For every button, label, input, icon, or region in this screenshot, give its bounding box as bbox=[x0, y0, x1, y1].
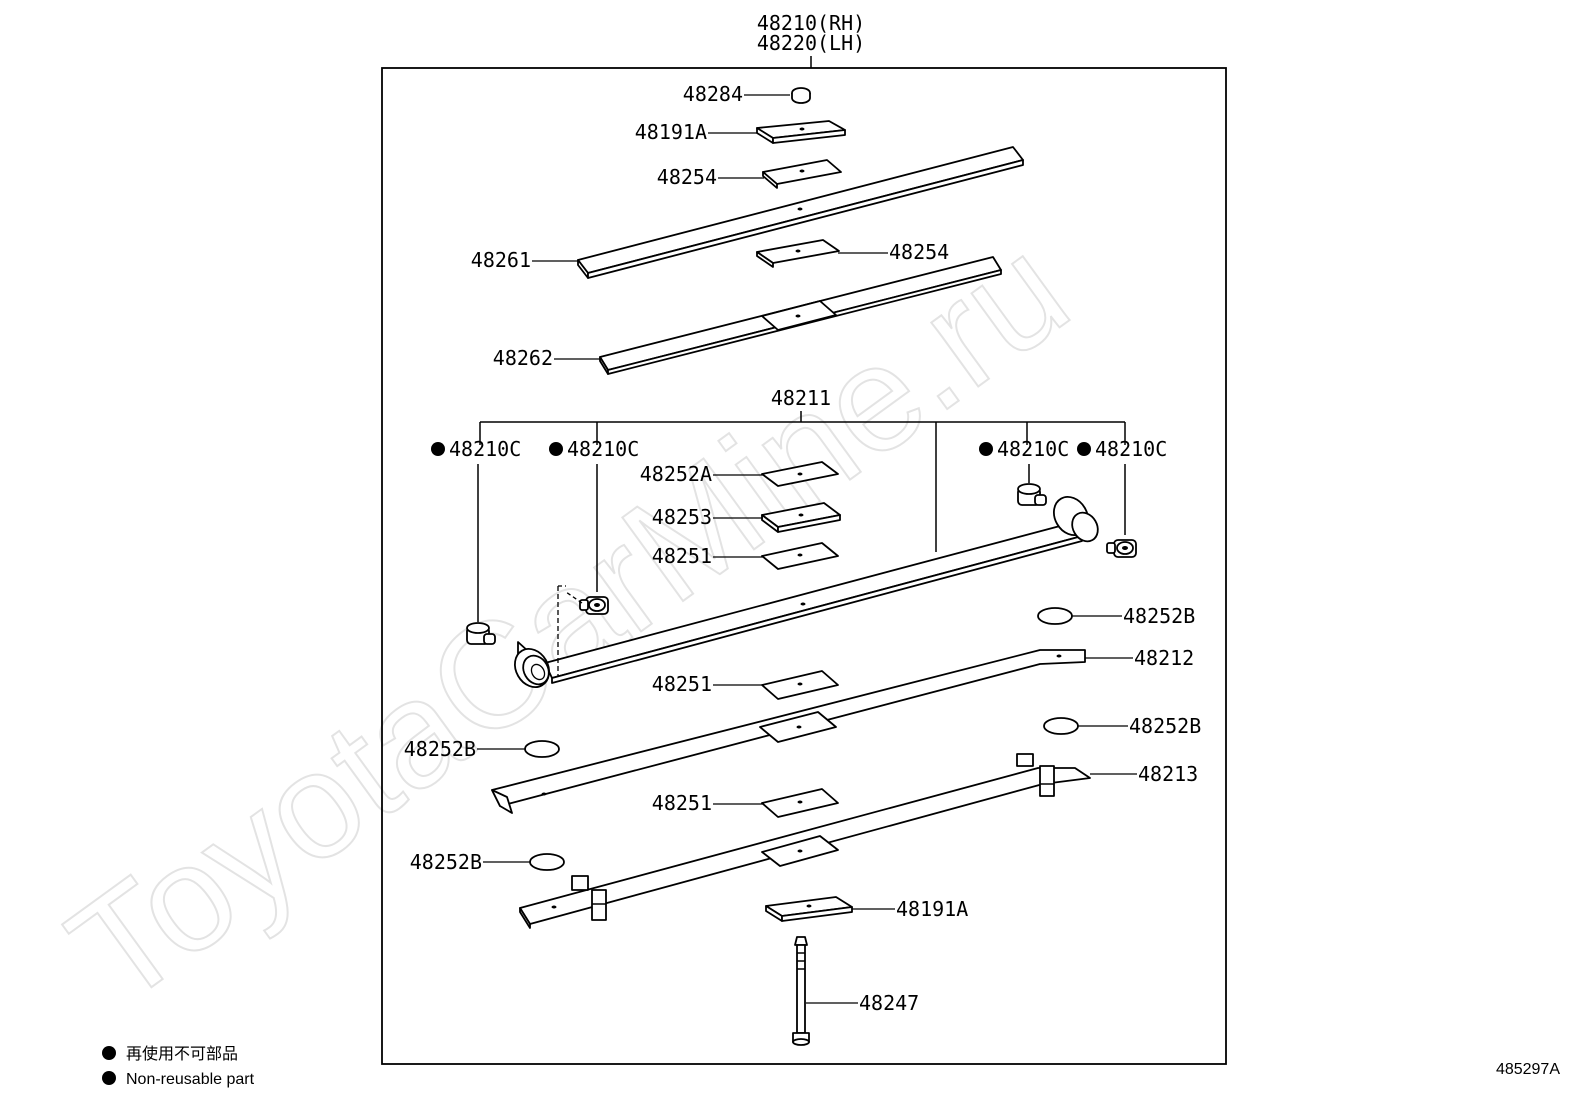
part-48254-top bbox=[762, 159, 842, 189]
part-48253 bbox=[761, 502, 841, 533]
assembly-label-rh: 48210(RH) bbox=[757, 11, 865, 35]
label-48210C-3: 48210C bbox=[997, 437, 1069, 461]
part-48210C-bush-4 bbox=[1106, 539, 1137, 558]
label-48191A-bottom: 48191A bbox=[896, 897, 968, 921]
assembly-frame bbox=[381, 67, 1227, 1065]
label-48254-top: 48254 bbox=[657, 165, 717, 189]
part-48252A bbox=[761, 461, 839, 487]
part-48284 bbox=[791, 87, 811, 104]
label-48253: 48253 bbox=[652, 505, 712, 529]
label-48210C-1: 48210C bbox=[449, 437, 521, 461]
part-48252B-4 bbox=[529, 853, 565, 871]
part-48210C-bush-1 bbox=[466, 622, 496, 645]
label-48191A-top: 48191A bbox=[635, 120, 707, 144]
label-48261: 48261 bbox=[471, 248, 531, 272]
part-48211-main-leaf bbox=[514, 496, 1099, 688]
label-48252B-2: 48252B bbox=[1129, 714, 1201, 738]
assembly-label-lh: 48220(LH) bbox=[757, 31, 865, 55]
label-48254-mid: 48254 bbox=[889, 240, 949, 264]
part-48191A-bottom bbox=[765, 896, 853, 922]
label-48213: 48213 bbox=[1138, 762, 1198, 786]
part-48254-mid bbox=[756, 239, 840, 268]
part-48251-b bbox=[761, 670, 839, 700]
part-48210C-bush-3 bbox=[1017, 483, 1047, 506]
part-48251-c bbox=[761, 788, 839, 818]
diagram-code: 485297A bbox=[1496, 1061, 1560, 1078]
label-48210C-4: 48210C bbox=[1095, 437, 1167, 461]
label-48252B-4: 48252B bbox=[410, 850, 482, 874]
label-48262: 48262 bbox=[493, 346, 553, 370]
label-48212: 48212 bbox=[1134, 646, 1194, 670]
label-48252B-3: 48252B bbox=[404, 737, 476, 761]
part-48247-center-bolt bbox=[792, 936, 810, 1046]
part-48191A-top bbox=[756, 120, 846, 144]
part-48261-leaf bbox=[577, 146, 1024, 279]
part-48251-a bbox=[761, 542, 839, 570]
label-48210C-2: 48210C bbox=[567, 437, 639, 461]
label-48251-a: 48251 bbox=[652, 544, 712, 568]
part-48262-leaf bbox=[599, 256, 1002, 375]
label-48284: 48284 bbox=[683, 82, 743, 106]
part-48212-leaf bbox=[491, 649, 1086, 814]
part-48252B-1 bbox=[1037, 607, 1073, 625]
part-48252B-2 bbox=[1043, 717, 1079, 735]
label-48211: 48211 bbox=[771, 386, 831, 410]
legend-english: Non-reusable part bbox=[126, 1071, 255, 1088]
legend-japanese: 再使用不可部品 bbox=[126, 1045, 238, 1063]
label-48251-b: 48251 bbox=[652, 672, 712, 696]
label-48252B-1: 48252B bbox=[1123, 604, 1195, 628]
part-48213-leaf bbox=[519, 753, 1091, 929]
label-48251-c: 48251 bbox=[652, 791, 712, 815]
label-48252A: 48252A bbox=[640, 462, 712, 486]
part-48252B-3 bbox=[524, 740, 560, 758]
label-48247: 48247 bbox=[859, 991, 919, 1015]
